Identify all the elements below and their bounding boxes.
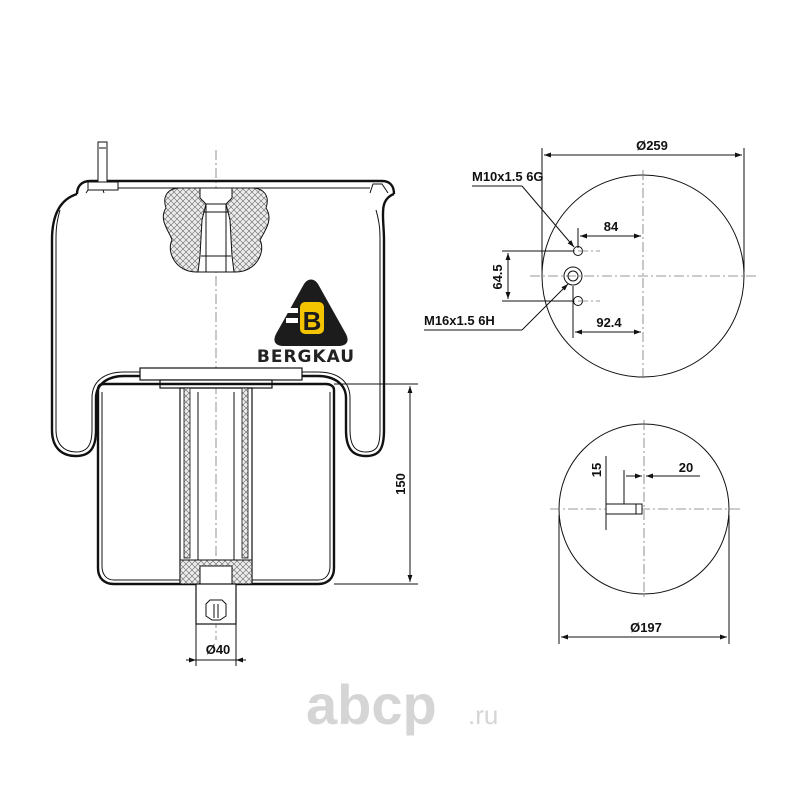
stud-diameter-value: Ø40 [206,642,231,657]
locating-pin [605,503,643,515]
offset-64-value: 64.5 [490,264,505,289]
thread-small-label: M10x1.5 6G [472,169,544,184]
top-diameter-value: Ø259 [636,138,668,153]
side-section-view: 150 Ø40 [50,141,418,666]
height-value: 150 [393,473,408,495]
dim-20-value: 20 [679,460,693,475]
watermark-suffix: .ru [468,700,498,730]
watermark: abcp .ru [306,673,498,736]
stud-diameter-dimension: Ø40 [186,624,246,666]
offset-84-value: 84 [604,219,619,234]
offset-92-value: 92.4 [596,315,622,330]
offset-64-dimension: 64.5 [490,250,574,302]
dim-20: 20 [623,460,700,504]
bottom-view: 15 20 Ø197 [550,420,740,644]
dim-15-value: 15 [589,463,604,477]
top-stud [87,141,119,191]
dim-15: 15 [589,456,607,530]
top-view: Ø259 84 64.5 92.4 M10x1.5 6G [424,138,756,380]
watermark-text: abcp [306,673,437,736]
top-plate [75,179,396,195]
bergkau-logo: B BERGKAU [257,279,355,367]
bottom-diameter-dimension: Ø197 [558,515,730,644]
top-diameter-dimension: Ø259 [541,138,745,272]
offset-92-dimension: 92.4 [572,286,641,338]
bottom-diameter-value: Ø197 [630,620,662,635]
thread-large-label: M16x1.5 6H [424,313,495,328]
centre-hole-m16 [563,266,583,286]
logo-letter: B [303,306,322,336]
logo-brand: BERGKAU [257,347,355,367]
threaded-insert [197,187,235,273]
bottom-boss [179,559,253,585]
height-dimension: 150 [334,383,418,585]
thread-callouts: M10x1.5 6G M16x1.5 6H [424,169,575,331]
bottom-stud [195,583,237,625]
offset-84-dimension: 84 [577,219,641,248]
